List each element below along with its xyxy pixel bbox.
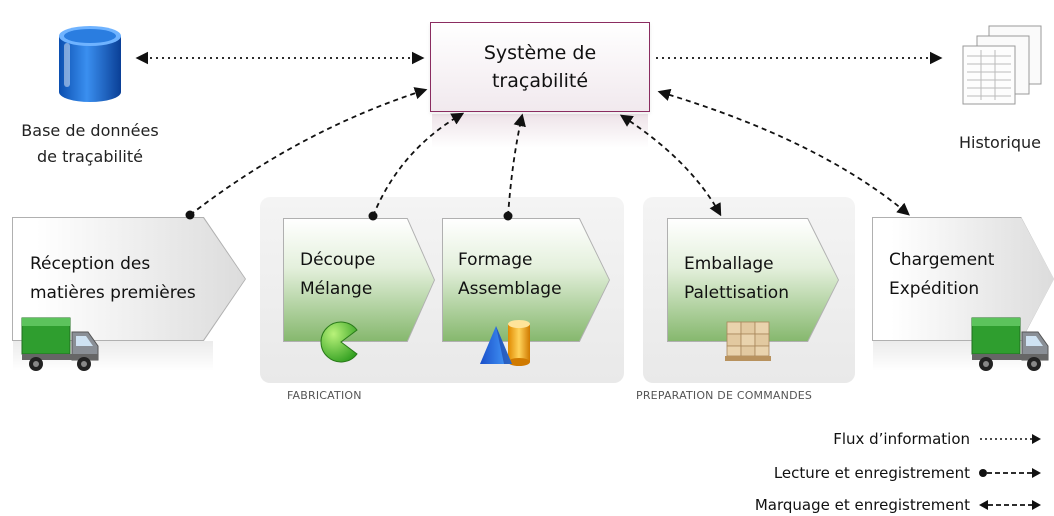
step-formage (443, 219, 609, 341)
system-reflection (432, 114, 648, 148)
dot-dashed-arrow-icon (979, 468, 1041, 478)
step-formage-label: Formage Assemblage (458, 250, 562, 299)
fabrication-label: FABRICATION (287, 389, 362, 402)
step-decoupe-label: Découpe Mélange (300, 250, 376, 299)
step-chargement (873, 218, 1054, 340)
truck-icon (971, 317, 1049, 371)
legend-mark-label: Marquage et enregistrement (754, 496, 970, 514)
truck-icon (21, 317, 99, 371)
preparation-label: PREPARATION DE COMMANDES (636, 389, 813, 402)
read-flow-decoupe (372, 112, 465, 217)
legend-read-label: Lecture et enregistrement (773, 464, 970, 482)
legend-read: Lecture et enregistrement (774, 462, 1042, 484)
double-arrow-icon (979, 500, 1041, 510)
documents-icon (962, 25, 1042, 105)
read-flow-reception (189, 87, 428, 216)
shapes-icon (480, 320, 530, 366)
database-label: Base de données de traçabilité (21, 121, 159, 166)
step-chargement-label: Chargement Expédition (889, 250, 995, 299)
legend-info: Flux d’information (833, 428, 1042, 450)
system-line2: traçabilité (491, 70, 589, 92)
step-emballage-label: Emballage Palettisation (684, 254, 789, 303)
pacman-icon (320, 321, 358, 363)
database-icon (59, 26, 121, 102)
read-flow-formage (507, 113, 526, 217)
dotted-arrow-icon (980, 434, 1041, 444)
step-emballage (668, 219, 838, 341)
legend-info-label: Flux d’information (833, 430, 970, 448)
step-decoupe (284, 219, 434, 341)
legend-mark: Marquage et enregistrement (755, 494, 1042, 516)
pallet-icon (725, 321, 771, 361)
step-reception-label: Réception des matières premières (30, 254, 196, 303)
history-label: Historique (958, 133, 1042, 152)
system-line1: Système de (483, 42, 597, 64)
mark-flow-emballage (619, 114, 722, 217)
mark-flow-chargement (657, 88, 910, 216)
traceability-system-box: Système de traçabilité (430, 22, 650, 112)
